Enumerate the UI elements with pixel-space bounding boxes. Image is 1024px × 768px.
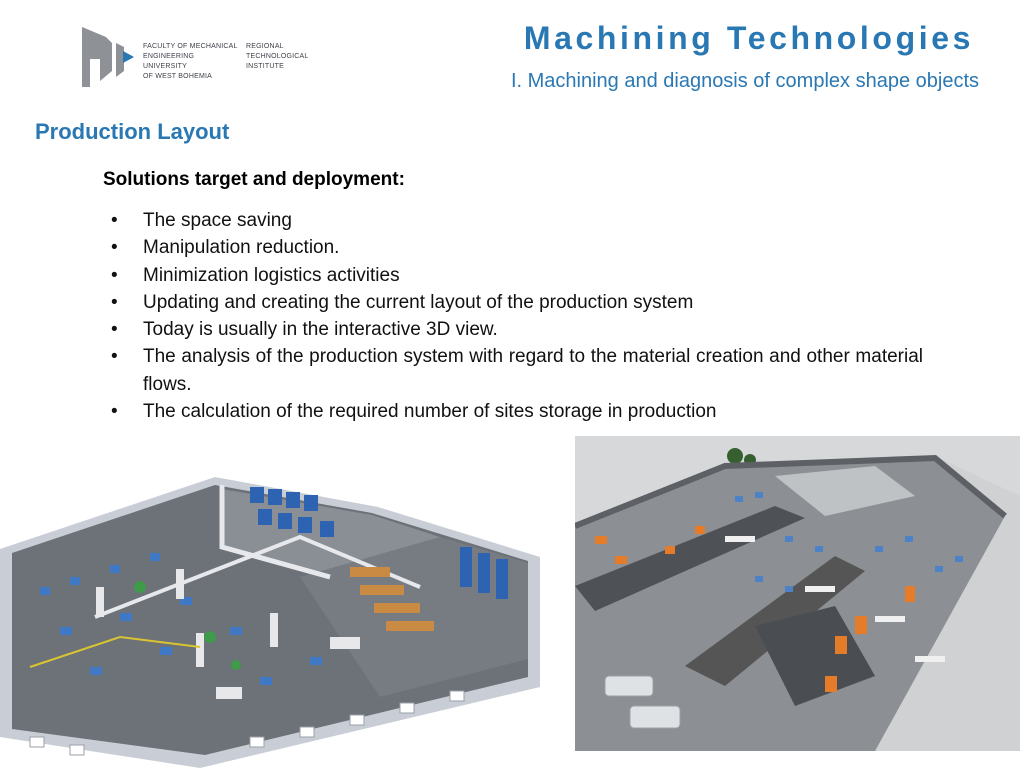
- bullet-icon: •: [111, 346, 118, 368]
- list-item-text: Today is usually in the interactive 3D v…: [143, 319, 498, 341]
- factory-layout-3d-render: [0, 437, 540, 768]
- bullet-icon: •: [111, 401, 118, 423]
- list-item-text: Minimization logistics activities: [143, 264, 400, 286]
- page-title: Machining Technologies: [523, 20, 974, 56]
- bullet-icon: •: [111, 210, 118, 231]
- logo-faculty-text: FACULTY OF MECHANICAL ENGINEERING UNIVER…: [143, 43, 238, 80]
- bullet-icon: •: [111, 264, 118, 286]
- list-item: • Updating and creating the current layou…: [108, 289, 923, 316]
- university-logo-icon: [82, 27, 134, 87]
- list-item: • The space saving: [108, 207, 923, 234]
- logo-institute-text: REGIONAL TECHNOLOGICAL INSTITUTE: [246, 43, 309, 70]
- section-title: Production Layout: [35, 119, 230, 144]
- bullet-list: • The space saving • Manipulation reductio…: [108, 207, 923, 425]
- bullet-icon: •: [111, 291, 118, 313]
- factory-layout-3d-aerial: [575, 436, 1020, 751]
- content-heading: Solutions target and deployment:: [103, 169, 405, 190]
- list-item: • The analysis of the production system w…: [108, 343, 923, 398]
- bullet-icon: •: [111, 237, 118, 259]
- list-item: • The calculation of the required number …: [108, 398, 923, 425]
- list-item-text: The space saving: [143, 210, 292, 231]
- list-item-text: The analysis of the production system wi…: [143, 346, 923, 395]
- list-item-text: Updating and creating the current layout…: [143, 291, 694, 313]
- list-item: • Manipulation reduction.: [108, 234, 923, 261]
- list-item-text: The calculation of the required number o…: [143, 401, 717, 423]
- page-subtitle: I. Machining and diagnosis of complex sh…: [510, 70, 979, 92]
- list-item: • Minimization logistics activities: [108, 262, 923, 289]
- bullet-icon: •: [111, 319, 118, 341]
- list-item: • Today is usually in the interactive 3D …: [108, 316, 923, 343]
- faculty-logo: FACULTY OF MECHANICAL ENGINEERING UNIVER…: [80, 25, 320, 90]
- list-item-text: Manipulation reduction.: [143, 237, 340, 259]
